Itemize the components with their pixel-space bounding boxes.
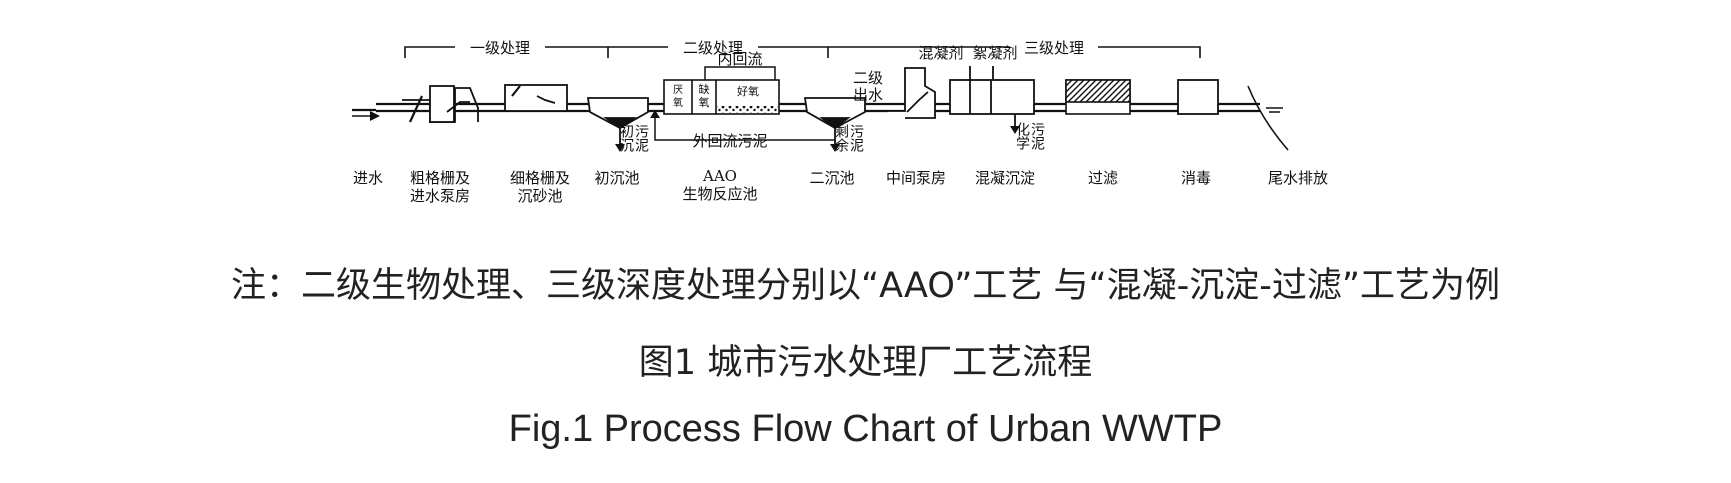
label-secondary-clarifier: 二沉池 — [809, 169, 854, 187]
flocculant-label: 絮凝剂 — [972, 44, 1017, 62]
coarse-screen-unit — [402, 85, 479, 123]
stage-secondary-label: 二级处理 — [683, 39, 743, 57]
aao-bioreactor — [663, 79, 780, 115]
figure-caption-en: Fig.1 Process Flow Chart of Urban WWTP — [508, 408, 1223, 450]
internal-recycle-label: 内回流 — [717, 50, 762, 68]
discharge-outfall — [1247, 85, 1289, 151]
unit-labels: 进水 粗格栅及 进水泵房 细格栅及 沉砂池 初沉池 AAO 生物反应池 二沉池 … — [353, 167, 1328, 205]
fine-screen-unit — [504, 84, 568, 112]
filter-unit — [1065, 79, 1131, 115]
internal-recycle-line — [704, 66, 776, 80]
label-aao-1: AAO — [702, 167, 737, 185]
stage-tertiary-label: 三级处理 — [1024, 39, 1084, 57]
primary-clarifier-tank — [586, 97, 649, 152]
chemical-sludge-label-1: 化学 — [1014, 122, 1030, 150]
label-primary-clarifier: 初沉池 — [594, 169, 639, 187]
label-coarse-screen-2: 进水泵房 — [410, 187, 470, 205]
anoxic-label-1: 缺 — [699, 82, 710, 96]
process-flow-diagram: 一级处理 二级处理 三级处理 厌 氧 缺 氧 好氧 — [352, 39, 1328, 205]
coagulant-label: 混凝剂 — [918, 44, 963, 62]
excess-sludge-label-2: 污泥 — [848, 124, 864, 153]
secondary-clarifier-tank — [803, 97, 866, 152]
label-inflow: 进水 — [353, 169, 383, 187]
label-filtration: 过滤 — [1088, 169, 1118, 187]
anaerobic-label-1: 厌 — [673, 85, 683, 96]
anaerobic-label-2: 氧 — [673, 96, 683, 109]
primary-sludge-label-2: 污泥 — [633, 124, 649, 153]
coagulation-sedimentation-unit — [949, 66, 1035, 134]
label-disinfection: 消毒 — [1181, 169, 1211, 187]
secondary-effluent-label-2: 出水 — [853, 86, 883, 104]
label-coag-sed: 混凝沉淀 — [975, 169, 1035, 187]
figure-caption-cn: 图1 城市污水处理厂工艺流程 — [638, 343, 1093, 383]
label-fine-screen-1: 细格栅及 — [510, 169, 570, 187]
external-return-sludge-line — [654, 112, 835, 141]
external-return-sludge-label: 外回流污泥 — [692, 132, 767, 150]
intermediate-pump-unit — [885, 67, 936, 119]
stage-primary-label: 一级处理 — [470, 39, 530, 57]
chemical-sludge-label-2: 污泥 — [1029, 122, 1045, 151]
label-discharge: 尾水排放 — [1268, 169, 1328, 187]
label-coarse-screen-1: 粗格栅及 — [410, 169, 470, 187]
aerobic-label: 好氧 — [737, 84, 759, 98]
label-fine-screen-2: 沉砂池 — [517, 187, 562, 205]
return-sludge-arrow — [650, 110, 660, 118]
anoxic-label-2: 氧 — [699, 95, 710, 109]
secondary-effluent-label-1: 二级 — [853, 69, 883, 87]
disinfection-tank — [1177, 79, 1219, 115]
stage-brackets — [404, 46, 1201, 58]
primary-sludge-label-1: 初沉 — [618, 123, 634, 153]
label-aao-2: 生物反应池 — [682, 185, 757, 203]
inflow-arrow — [352, 111, 380, 121]
excess-sludge-label-1: 剩余 — [833, 124, 849, 153]
label-intermediate-pump: 中间泵房 — [886, 169, 946, 187]
figure-note: 注：二级生物处理、三级深度处理分别以“AAO”工艺 与“混凝-沉淀-过滤”工艺为… — [230, 266, 1501, 306]
